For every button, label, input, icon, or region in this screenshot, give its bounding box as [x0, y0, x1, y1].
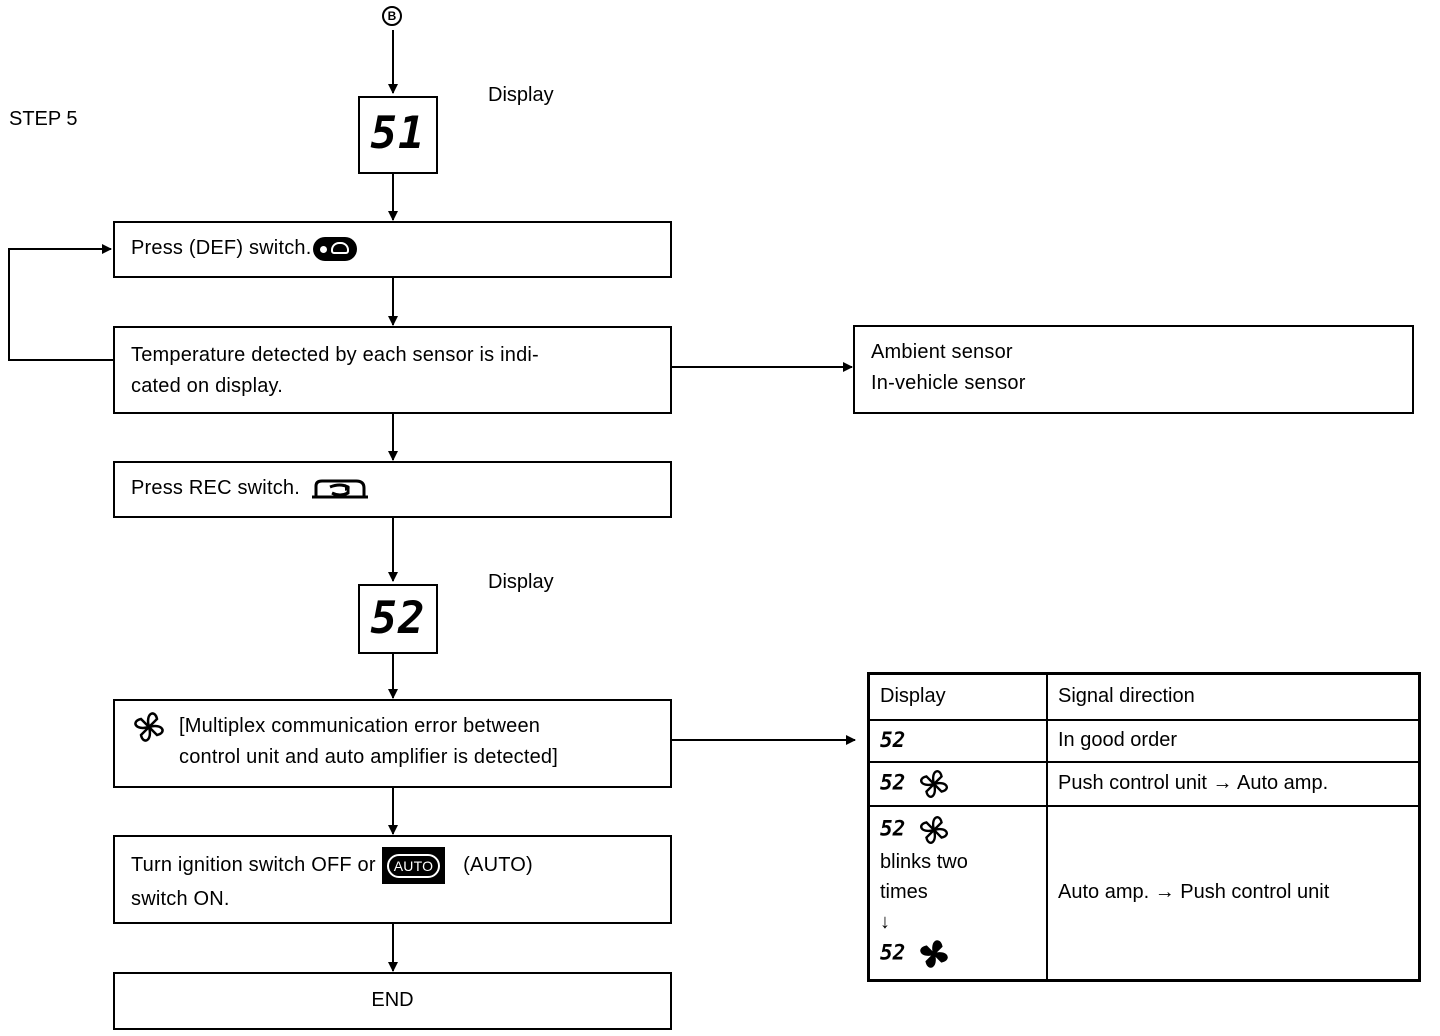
table-header-row: Display Signal direction [867, 672, 1421, 721]
table-row: 52 blinks two times ↓ 52 [867, 804, 1421, 982]
table-header-signal: Signal direction [1046, 672, 1421, 721]
in-vehicle-sensor: In-vehicle sensor [871, 372, 1026, 394]
end-box: END [113, 972, 672, 1030]
temperature-line-2: cated on display. [131, 375, 284, 397]
table-display: 52 [880, 769, 906, 794]
temperature-box: Temperature detected by each sensor is i… [113, 326, 672, 414]
press-def-text: Press (DEF) switch. [131, 237, 312, 259]
fan-icon [919, 769, 948, 798]
ambient-sensor: Ambient sensor [871, 341, 1013, 363]
table-row: 52 In good order [867, 718, 1421, 763]
display-label-2: Display [488, 571, 554, 593]
table-display: 52 [880, 815, 906, 840]
display-label-1: Display [488, 84, 554, 106]
press-def-box: Press (DEF) switch. [113, 221, 672, 278]
step-label: STEP 5 [9, 108, 78, 130]
table-header-display: Display [867, 672, 1048, 721]
multiplex-line-1: [Multiplex communication error between [179, 715, 541, 737]
display-52: 52 [358, 584, 438, 654]
blink-line-1: blinks two [880, 850, 968, 873]
down-arrow: ↓ [880, 910, 890, 933]
signal-direction-table: Display Signal direction 52 In good orde… [867, 672, 1421, 982]
fan-icon [134, 712, 164, 742]
blink-line-2: times [880, 880, 928, 903]
table-signal: Push control unit → Auto amp. [1046, 760, 1421, 807]
turn-line-2: switch ON. [131, 888, 230, 910]
def-switch-icon [313, 236, 358, 261]
fan-icon [919, 815, 948, 844]
marker-label: B [387, 9, 397, 23]
end-label: END [371, 989, 414, 1011]
multiplex-line-2: control unit and auto amplifier is detec… [179, 746, 559, 768]
turn-text-a: Turn ignition switch OFF or [131, 853, 376, 876]
table-row: 52 Push control unit → Auto amp. [867, 760, 1421, 807]
temperature-line-1: Temperature detected by each sensor is i… [131, 344, 539, 366]
table-display: 52 [880, 728, 906, 752]
press-rec-text: Press REC switch. [131, 477, 300, 499]
sensors-box: Ambient sensor In-vehicle sensor [853, 325, 1414, 414]
rec-switch-icon [311, 479, 368, 499]
connector-marker-b: B [382, 6, 402, 26]
display-51: 51 [358, 96, 438, 174]
press-rec-box: Press REC switch. [113, 461, 672, 518]
table-signal: Auto amp. → Push control unit [1046, 804, 1421, 982]
auto-switch-icon: AUTO [381, 847, 446, 884]
table-signal: In good order [1046, 718, 1421, 763]
multiplex-error-box: [Multiplex communication error between c… [113, 699, 672, 788]
table-display: 52 [880, 939, 906, 964]
fan-icon-solid [920, 939, 948, 968]
turn-text-b: (AUTO) [463, 853, 533, 876]
